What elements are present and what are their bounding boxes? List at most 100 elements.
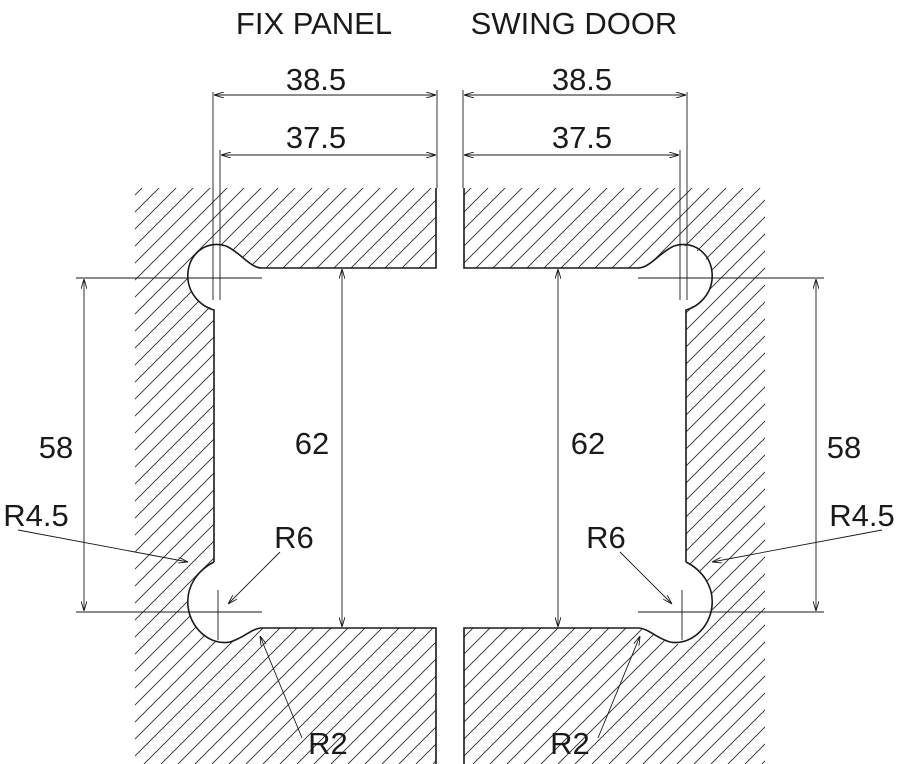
hatch-line (705, 164, 900, 764)
hatch-line (135, 188, 436, 764)
hatch-line (364, 188, 436, 764)
hatch-line (135, 188, 436, 764)
swing-door-dimensions (462, 90, 883, 739)
hatch-line (472, 188, 765, 764)
hatch-line (625, 188, 765, 764)
hatch-line (135, 188, 405, 764)
hatch-line (464, 188, 615, 764)
hatch-line (464, 188, 734, 764)
hatch-line (464, 188, 765, 764)
hatch-line (135, 188, 201, 764)
hatch-line (143, 188, 436, 764)
hatch-line (135, 188, 436, 764)
hatch-line (464, 188, 765, 764)
hatch-line (881, 164, 900, 764)
hatch-line (381, 188, 436, 764)
title-swing-door: SWING DOOR (471, 6, 678, 41)
hatch-line (693, 188, 765, 764)
hatch-line (135, 188, 167, 764)
hatch-line (654, 164, 900, 764)
hatch-line (739, 164, 900, 764)
hatch-line (464, 188, 765, 764)
swing-door-profile (463, 188, 713, 764)
fix-panel-radius-4-5: R4.5 (3, 498, 68, 533)
hatch-line (875, 164, 900, 764)
fix-panel-dim-62: 62 (295, 426, 329, 461)
hatch-line (135, 188, 422, 764)
hatch-line (296, 188, 436, 764)
swing-door-radius-2: R2 (550, 726, 590, 761)
hatch-line (464, 188, 765, 764)
hatch-line (464, 188, 765, 764)
hatch-line (135, 188, 436, 764)
fix-panel-profile (187, 188, 437, 764)
hatch-line (591, 188, 765, 764)
hatch-line (245, 188, 436, 764)
hatch-line (211, 188, 436, 764)
hatch-line (464, 188, 649, 764)
hatch-line (574, 188, 765, 764)
hatch-line (398, 188, 436, 764)
hatch-line (464, 188, 632, 764)
hatch-line (489, 188, 765, 764)
hatch-line (892, 164, 900, 764)
hatch-line (523, 188, 765, 764)
hatch-line (506, 188, 765, 764)
hatch-line (464, 188, 530, 764)
hatch-line (464, 188, 683, 764)
hatch-line (135, 188, 388, 764)
hatch-line (464, 188, 765, 764)
hatch-line (464, 188, 765, 764)
hatch-line (557, 188, 765, 764)
fix-panel-dim-58: 58 (39, 430, 73, 465)
hatch-line (744, 188, 765, 764)
hatch-line (228, 188, 436, 764)
hatch-line (464, 188, 751, 764)
hatch-line (659, 188, 765, 764)
hatch-line (135, 188, 252, 764)
hatch-line (464, 188, 765, 764)
hatch-line (279, 188, 436, 764)
hatch-line (642, 188, 765, 764)
hatch-line (688, 164, 900, 764)
hatch-line (135, 188, 436, 764)
fix-panel-radius-6: R6 (274, 520, 314, 555)
hatch-line (464, 188, 666, 764)
hatch-line (262, 188, 436, 764)
swing-door-dim-62: 62 (571, 426, 605, 461)
swing-door-radius-4-5: R4.5 (829, 498, 894, 533)
hatch-line (135, 188, 235, 764)
fix-panel-dim-37-5: 37.5 (286, 120, 346, 155)
hatch-line (135, 188, 269, 764)
swing-door-dim-58: 58 (827, 430, 861, 465)
swing-door-dim-38-5: 38.5 (552, 62, 612, 97)
hatch-line (135, 188, 218, 764)
hatch-line (864, 164, 900, 764)
hatch-line (160, 188, 436, 764)
hatch-line (135, 188, 436, 764)
hatch-line (135, 188, 286, 764)
hatch-line (464, 188, 598, 764)
hatch-line (135, 188, 436, 764)
hatch-line (464, 188, 765, 764)
hatch-line (135, 188, 436, 764)
hatch-line (135, 188, 436, 764)
hatch-line (135, 188, 436, 764)
hatch-line (858, 164, 900, 764)
fix-panel-dim-38-5: 38.5 (286, 62, 346, 97)
title-fix-panel: FIX PANEL (236, 6, 392, 41)
hatch-line (313, 188, 436, 764)
hatch-line (608, 188, 765, 764)
swing-door-hatching (464, 164, 900, 764)
hatch-line (135, 188, 150, 764)
hatch-line (135, 188, 436, 764)
hatch-line (135, 188, 436, 764)
hatch-line (194, 188, 436, 764)
hatch-line (464, 188, 700, 764)
hatch-line (464, 188, 765, 764)
hatch-line (540, 188, 765, 764)
hatch-line (464, 188, 765, 764)
hatch-line (177, 188, 436, 764)
